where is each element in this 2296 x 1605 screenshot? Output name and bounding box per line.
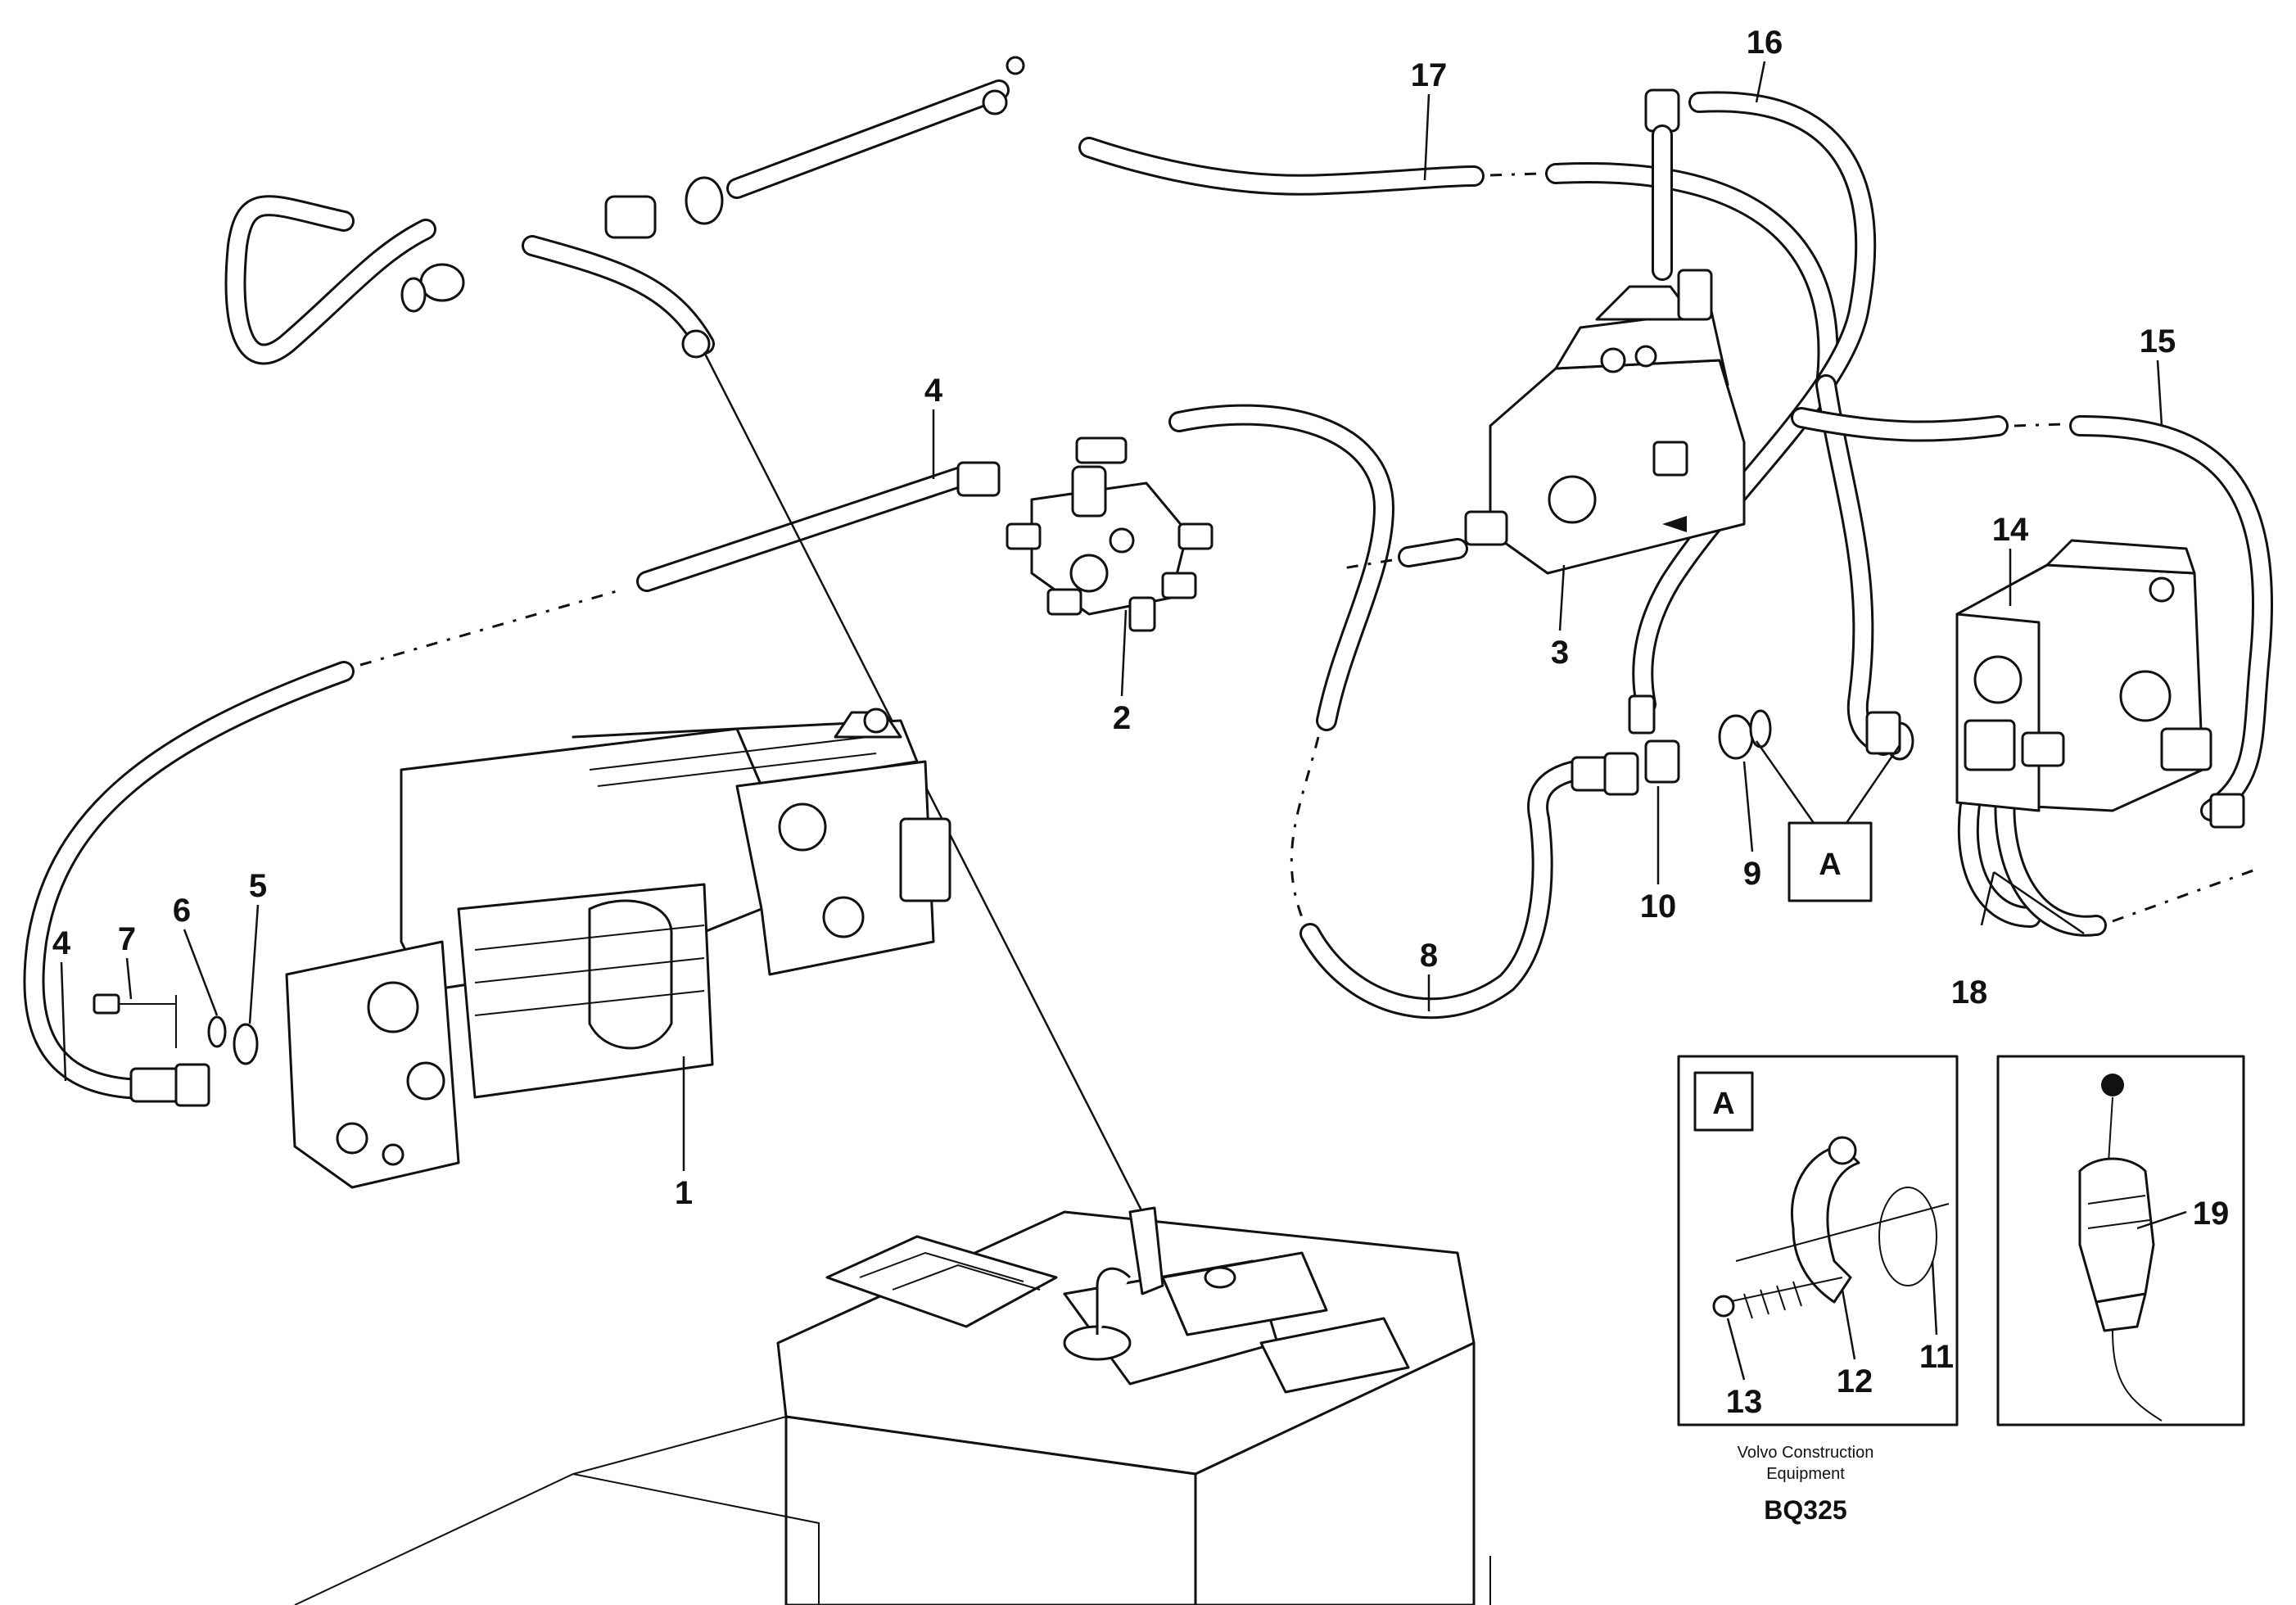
callout-3: 3 <box>1551 635 1569 671</box>
callout-16: 16 <box>1747 25 1783 61</box>
callout-19: 19 <box>2193 1196 2230 1232</box>
callout-11: 11 <box>1919 1339 1954 1375</box>
footer-code: BQ325 <box>1764 1495 1846 1525</box>
hydraulic-tank <box>294 1206 1491 1605</box>
callout-6: 6 <box>173 893 191 929</box>
fittings-9-10 <box>1571 694 1914 796</box>
main-pump <box>285 708 951 1189</box>
callout-4-lower: 4 <box>52 925 71 961</box>
tag-A-inset: A <box>1712 1087 1734 1121</box>
callout-10: 10 <box>1640 888 1677 925</box>
suction-piping <box>224 56 1025 365</box>
footer: Volvo Construction Equipment BQ325 <box>1738 1444 1874 1525</box>
callout-9: 9 <box>1743 856 1761 892</box>
leader-tag-A <box>1755 740 1901 824</box>
callout-15: 15 <box>2140 323 2176 359</box>
callout-labels: 1 2 3 4 4 5 6 7 8 9 10 11 12 13 14 15 16… <box>52 25 2229 1420</box>
callout-1: 1 <box>675 1175 693 1211</box>
callout-14: 14 <box>1992 512 2029 548</box>
callout-leaders <box>60 61 2187 1381</box>
valve-2 <box>956 436 1214 632</box>
footer-line1: Volvo Construction <box>1738 1444 1874 1462</box>
callout-7: 7 <box>118 921 136 957</box>
callout-17: 17 <box>1411 57 1448 93</box>
callout-5: 5 <box>249 868 267 904</box>
tag-A-frame <box>1788 821 1873 902</box>
callout-2: 2 <box>1113 700 1131 736</box>
inset-A <box>1677 1055 1959 1426</box>
valve-3 <box>1464 88 1746 575</box>
footer-line2: Equipment <box>1766 1465 1845 1483</box>
hose-lines <box>23 91 2273 1100</box>
callout-18: 18 <box>1951 974 1988 1010</box>
callout-8: 8 <box>1420 938 1438 974</box>
callout-12: 12 <box>1837 1363 1873 1399</box>
callout-4-upper: 4 <box>924 373 943 409</box>
pump-fittings <box>93 993 259 1107</box>
inset-joystick <box>1996 1055 2245 1426</box>
motor-14 <box>1955 539 2245 829</box>
tag-A: A <box>1819 848 1841 882</box>
callout-13: 13 <box>1726 1384 1763 1420</box>
